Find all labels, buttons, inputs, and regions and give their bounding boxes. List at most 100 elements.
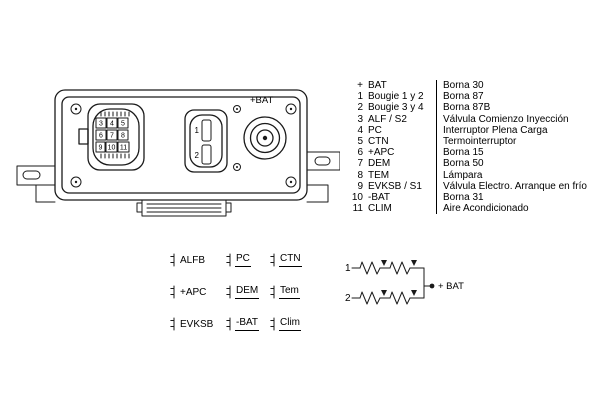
schematic-row-label: 1 [345, 263, 351, 274]
pinmap-label: Tem [279, 285, 300, 299]
legend-signal: ALF / S2 [368, 113, 407, 125]
output-connector: 1 2 [184, 109, 228, 173]
pinmap-cell: CTN [270, 253, 316, 267]
pin-terminal-icon [270, 285, 275, 299]
multi-pin-numbers: 3 4 5 6 7 8 9 10 11 [99, 121, 128, 152]
pin-number: 10 [108, 145, 116, 152]
legend-signal: CTN [368, 136, 389, 148]
legend-pin: 8 [357, 169, 363, 181]
legend-description: Borna 15 [436, 147, 484, 159]
bat-junction-dot [429, 283, 435, 289]
pin-number: 8 [121, 133, 125, 140]
legend-row: 3 ALF / S2 Válvula Comienzo Inyección [349, 113, 587, 125]
pinmap-label: ALFB [180, 254, 206, 266]
legend-pin: 1 [357, 91, 363, 103]
legend-description: Borna 31 [436, 192, 484, 204]
pin-number: 4 [110, 121, 114, 128]
pin-number: 9 [99, 145, 103, 152]
legend-row: 7 DEM Borna 50 [349, 158, 587, 170]
device-bat-label: +BAT [250, 95, 274, 106]
legend-pin: 4 [357, 124, 363, 136]
pin-terminal-icon [170, 285, 175, 299]
pinmap-cell: DEM [226, 285, 270, 299]
legend-pin: 6 [357, 147, 363, 159]
legend-signal: PC [368, 124, 382, 136]
pinmap-cell: Tem [270, 285, 316, 299]
output-pin-number: 2 [195, 151, 200, 160]
connector-key-ticks [100, 111, 130, 159]
legend-signal: CLIM [368, 203, 392, 215]
legend-signal: -BAT [368, 192, 391, 204]
legend-pin: 11 [352, 203, 363, 215]
pinmap-label: PC [235, 253, 251, 267]
legend-description: Borna 87 [436, 91, 484, 103]
legend-description: Borna 30 [436, 80, 484, 92]
pinmap-cell: ALFB [170, 253, 226, 267]
legend-pin: + [357, 80, 363, 91]
legend-description: Aire Acondicionado [436, 203, 529, 215]
pinmap-label: +APC [180, 286, 207, 298]
schematic-bat-label: + BAT [438, 281, 464, 292]
legend-pin: 2 [357, 102, 363, 114]
corner-screws [70, 103, 297, 188]
pin-terminal-icon [170, 253, 175, 267]
legend-description: Termointerruptor [436, 136, 516, 148]
pin-terminal-icon [226, 285, 231, 299]
pin-number: 5 [121, 121, 125, 128]
legend-pin: 10 [351, 192, 363, 204]
legend-pin: 9 [357, 180, 363, 192]
multi-pin-connector: 3 4 5 6 7 8 9 10 11 [78, 103, 145, 171]
pinmap-label: DEM [235, 285, 260, 299]
legend-row: 1 Bougie 1 y 2 Borna 87 [349, 91, 587, 103]
pin-terminal-icon [270, 317, 275, 331]
schematic-row-label: 2 [345, 293, 351, 304]
pin-number: 3 [99, 121, 103, 128]
legend-description: Lámpara [436, 169, 482, 181]
pinmap-cell: PC [226, 253, 270, 267]
legend-row: 9 EVKSB / S1 Válvula Electro. Arranque en … [349, 180, 587, 193]
pinmap-cell: +APC [170, 285, 226, 299]
legend-signal: Bougie 1 y 2 [368, 91, 424, 103]
legend-signal: EVKSB / S1 [368, 180, 422, 192]
bat-terminal: +BAT [243, 95, 287, 160]
legend-pin: 5 [357, 136, 363, 148]
legend-description: Borna 50 [436, 158, 484, 170]
pinmap-label: Clim [279, 317, 301, 331]
pin-number: 6 [99, 133, 103, 140]
legend-row: 6 +APC Borna 15 [349, 147, 587, 159]
legend-row: 4 PC Interruptor Plena Carga [349, 124, 587, 137]
pinmap-cell: -BAT [226, 317, 270, 331]
legend-signal: TEM [368, 169, 390, 181]
pin-terminal-icon [270, 253, 275, 267]
pinmap-label: CTN [279, 253, 302, 267]
output-pin-number: 1 [195, 126, 200, 135]
pin-number: 7 [110, 133, 114, 140]
pinmap-cell: Clim [270, 317, 316, 331]
mounting-brackets [16, 151, 340, 217]
glow-plug-schematic: 1 2 + BAT [345, 260, 464, 305]
pinmap-label: -BAT [235, 317, 260, 331]
legend-description: Borna 87B [436, 102, 490, 114]
legend-pin: 7 [357, 158, 363, 170]
legend-signal: +APC [368, 147, 395, 159]
legend-description: Interruptor Plena Carga [436, 124, 548, 137]
legend-signal: DEM [368, 158, 391, 170]
pin-number: 11 [120, 145, 127, 152]
legend-row: 8 TEM Lámpara [349, 169, 587, 181]
legend-pin: 3 [357, 113, 363, 125]
pinmap-label: EVKSB [180, 318, 214, 330]
legend-row: 10 -BAT Borna 31 [349, 192, 587, 204]
legend-row: 5 CTN Termointerruptor [349, 136, 587, 148]
legend-row: 11 CLIM Aire Acondicionado [349, 203, 587, 215]
pin-function-map: ALFB PC CTN +APC DEM Tem EVKSB -BAT [170, 244, 316, 340]
schematic-wiring [351, 261, 431, 305]
relay-unit-drawing: 3 4 5 6 7 8 9 10 11 1 2 [16, 89, 340, 217]
pin-terminal-icon [226, 317, 231, 331]
pin-terminal-icon [226, 253, 231, 267]
bat-terminal-stud [262, 135, 268, 141]
legend-description: Válvula Comienzo Inyección [436, 113, 569, 125]
pin-terminal-icon [170, 317, 175, 331]
legend-description: Válvula Electro. Arranque en frío [436, 180, 587, 193]
